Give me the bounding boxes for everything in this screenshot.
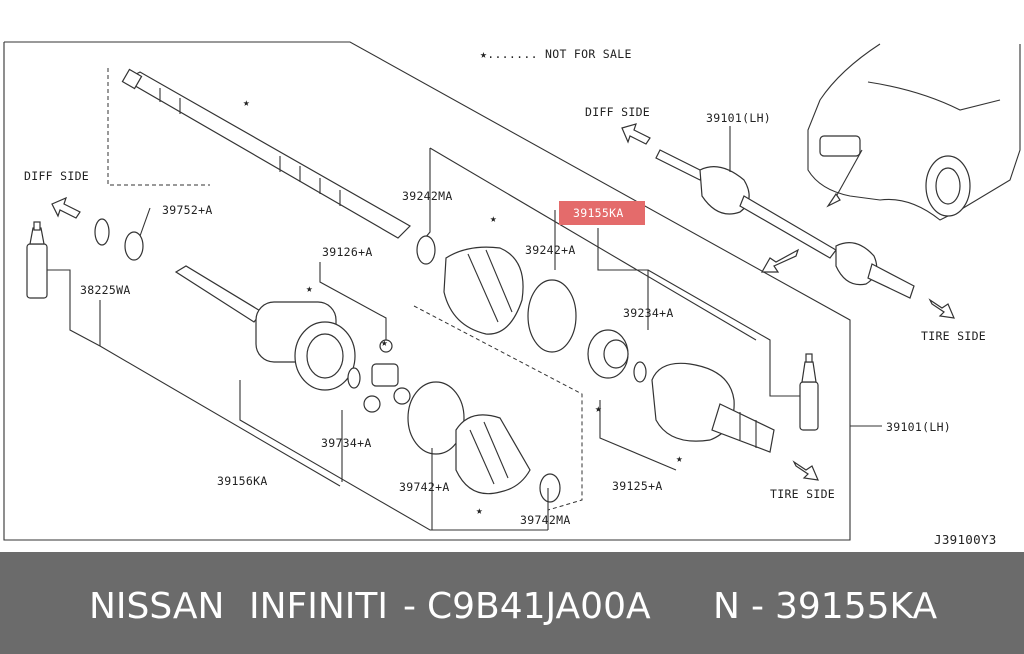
shaft-direction-arrow — [760, 248, 800, 273]
footer-part-number: 39155KA — [775, 586, 938, 627]
snap-ring-39234 — [633, 361, 647, 383]
svg-text:★: ★ — [306, 282, 313, 295]
band-39742 — [407, 381, 465, 455]
svg-text:★: ★ — [381, 336, 388, 349]
label-39101lh-right: 39101(LH) — [886, 420, 952, 434]
svg-text:★: ★ — [490, 212, 497, 225]
outer-joint-housing — [651, 362, 775, 453]
label-39742ma: 39742MA — [520, 513, 571, 527]
svg-text:★: ★ — [476, 504, 483, 517]
vehicle-illustration — [807, 43, 1021, 221]
parts-diagram: ★ ★ ★ ★ ★ ★ ★ — [3, 41, 1021, 541]
footer-prefix: N — [713, 586, 740, 627]
snap-ring-38225 — [94, 218, 110, 246]
label-39101lh-top: 39101(LH) — [706, 111, 772, 125]
label-39742: 39742+A — [399, 480, 450, 494]
label-39242ma: 39242MA — [402, 189, 453, 203]
intermediate-shaft — [121, 68, 411, 239]
footer-catalog-number: C9B41JA00A — [427, 586, 651, 627]
diff-side-arrow-right — [621, 123, 651, 145]
not-for-sale-markers: ★ ★ ★ ★ ★ ★ ★ — [243, 96, 683, 517]
tripod-joint — [363, 339, 411, 413]
drive-shaft-assembly — [655, 149, 915, 299]
label-38225wa: 38225WA — [80, 283, 131, 297]
label-39734: 39734+A — [321, 436, 372, 450]
tire-side-arrow-top — [928, 298, 955, 319]
outer-boot — [443, 246, 524, 335]
label-39242: 39242+A — [525, 243, 576, 257]
inner-race-39155ka — [587, 329, 629, 379]
footer-bar — [0, 552, 1024, 654]
label-39156ka: 39156KA — [217, 474, 268, 488]
svg-text:★: ★ — [595, 402, 602, 415]
footer-separator-2: - — [751, 586, 764, 627]
label-diff-side-left: DIFF SIDE — [24, 169, 90, 183]
svg-text:★: ★ — [243, 96, 250, 109]
label-tire-side-bottom: TIRE SIDE — [770, 487, 836, 501]
highlight-39155ka — [559, 201, 645, 225]
label-39126: 39126+A — [322, 245, 373, 259]
diagram-code: J39100Y3 — [934, 532, 997, 547]
label-39155ka: 39155KA — [573, 206, 624, 220]
svg-text:★: ★ — [676, 452, 683, 465]
tire-side-arrow-bottom — [792, 460, 819, 481]
diff-side-arrow-left — [51, 196, 81, 219]
legend-not-for-sale: ★....... NOT FOR SALE — [480, 47, 632, 61]
inner-boot — [455, 414, 531, 495]
label-39752: 39752+A — [162, 203, 213, 217]
grease-tube-right — [799, 353, 819, 431]
band-39242 — [527, 279, 577, 353]
band-39742ma — [539, 473, 561, 503]
footer-brand-2: INFINITI — [249, 586, 389, 627]
frame-outline — [3, 41, 851, 541]
grease-tube-left — [26, 221, 48, 299]
label-39234: 39234+A — [623, 306, 674, 320]
label-tire-side-top: TIRE SIDE — [921, 329, 987, 343]
label-39125: 39125+A — [612, 479, 663, 493]
footer-separator: - — [403, 586, 416, 627]
band-39242ma — [416, 235, 436, 265]
snap-ring-39752 — [124, 231, 144, 261]
label-diff-side-right: DIFF SIDE — [585, 105, 651, 119]
footer-brand: NISSAN — [89, 586, 225, 627]
snap-ring-39734 — [347, 367, 361, 389]
inner-joint-housing — [174, 265, 356, 391]
